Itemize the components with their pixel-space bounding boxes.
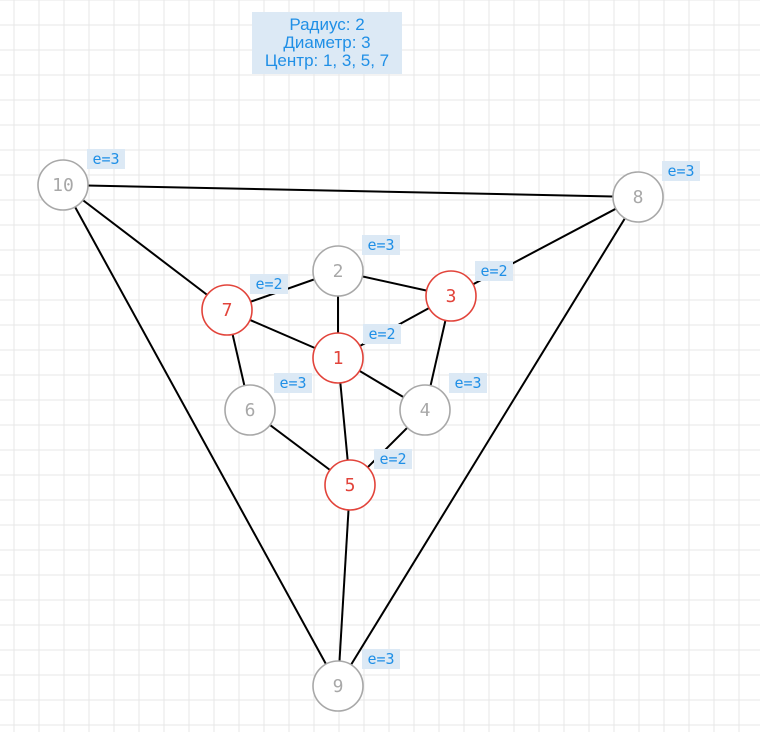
node-1[interactable]: 1 <box>312 332 364 384</box>
graph-nodes: 1 2 3 4 5 6 7 8 9 10 <box>37 159 664 712</box>
node-circle <box>37 159 89 211</box>
radius-text: Радиус: 2 <box>289 15 365 34</box>
node-5[interactable]: 5 <box>324 459 376 511</box>
node-circle <box>312 245 364 297</box>
badge-text: e=3 <box>454 374 481 392</box>
badge-background <box>449 373 487 393</box>
node-circle <box>224 384 276 436</box>
eccentricity-badge-4: e=3 <box>449 373 487 393</box>
diameter-text: Диаметр: 3 <box>283 33 371 52</box>
node-label: 9 <box>333 676 344 697</box>
node-label: 6 <box>245 400 256 421</box>
node-9[interactable]: 9 <box>312 660 364 712</box>
eccentricity-badge-7: e=2 <box>250 274 288 294</box>
node-label: 5 <box>345 475 356 496</box>
badge-background <box>274 373 312 393</box>
badge-background <box>363 324 401 344</box>
eccentricity-badge-1: e=2 <box>363 324 401 344</box>
badge-background <box>362 649 400 669</box>
edge-10-7 <box>62 184 228 311</box>
eccentricity-badge-9: e=3 <box>362 649 400 669</box>
badge-background <box>362 235 400 255</box>
node-4[interactable]: 4 <box>399 384 451 436</box>
node-2[interactable]: 2 <box>312 245 364 297</box>
eccentricity-badge-5: e=2 <box>374 449 412 469</box>
node-7[interactable]: 7 <box>201 284 253 336</box>
eccentricity-badge-8: e=3 <box>662 161 700 181</box>
badge-background <box>87 149 125 169</box>
edge-8-9 <box>337 196 639 687</box>
badge-background <box>250 274 288 294</box>
node-circle <box>612 171 664 223</box>
node-8[interactable]: 8 <box>612 171 664 223</box>
badge-text: e=3 <box>92 150 119 168</box>
edge-10-9 <box>62 184 339 687</box>
badge-text: e=3 <box>367 236 394 254</box>
node-circle <box>399 384 451 436</box>
badge-text: e=2 <box>379 450 406 468</box>
center-text: Центр: 1, 3, 5, 7 <box>264 51 390 70</box>
edge-10-8 <box>62 184 639 198</box>
eccentricity-badge-2: e=3 <box>362 235 400 255</box>
badge-background <box>475 261 513 281</box>
node-circle <box>201 284 253 336</box>
node-circle <box>312 332 364 384</box>
edge-8-3 <box>450 196 639 297</box>
node-10[interactable]: 10 <box>37 159 89 211</box>
node-label: 1 <box>333 348 344 369</box>
badge-text: e=3 <box>367 650 394 668</box>
graph-info-box: Радиус: 2 Диаметр: 3 Центр: 1, 3, 5, 7 <box>252 12 402 74</box>
eccentricity-badge-6: e=3 <box>274 373 312 393</box>
node-label: 2 <box>333 261 344 282</box>
eccentricity-labels: e=2 e=3 e=2 e=3 e=2 e=3 e=2 e=3 e=3 e=3 <box>87 149 700 669</box>
node-circle <box>425 270 477 322</box>
node-label: 4 <box>420 400 431 421</box>
eccentricity-badge-3: e=2 <box>475 261 513 281</box>
badge-text: e=2 <box>255 275 282 293</box>
node-6[interactable]: 6 <box>224 384 276 436</box>
node-circle <box>312 660 364 712</box>
badge-text: e=3 <box>279 374 306 392</box>
node-circle <box>324 459 376 511</box>
node-label: 3 <box>446 286 457 307</box>
node-3[interactable]: 3 <box>425 270 477 322</box>
node-label: 7 <box>222 300 233 321</box>
edge-5-9 <box>337 484 351 687</box>
badge-background <box>374 449 412 469</box>
badge-background <box>662 161 700 181</box>
badge-text: e=2 <box>368 325 395 343</box>
badge-text: e=3 <box>667 162 694 180</box>
badge-text: e=2 <box>480 262 507 280</box>
node-label: 10 <box>52 175 74 196</box>
node-label: 8 <box>633 187 644 208</box>
eccentricity-badge-10: e=3 <box>87 149 125 169</box>
